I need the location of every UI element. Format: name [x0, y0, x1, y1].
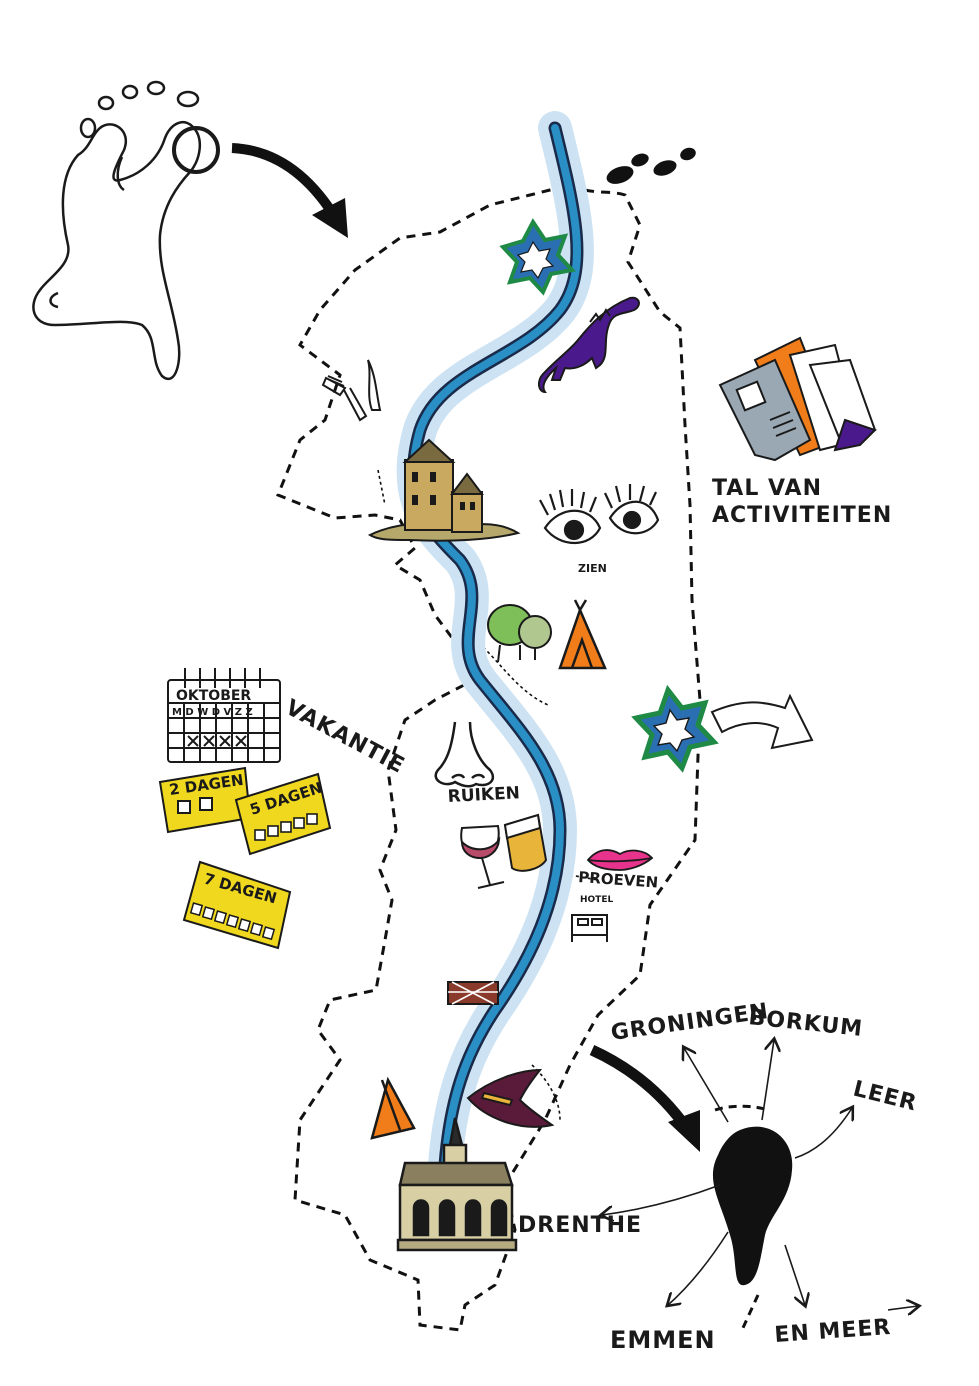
region-arrows	[602, 1040, 918, 1310]
label-hotel: HOTEL	[580, 895, 613, 905]
curved-arrow-head	[312, 198, 348, 238]
brochures-icon	[718, 336, 877, 462]
calendar-month: OKTOBER	[176, 688, 251, 704]
footprint-icon	[32, 80, 201, 380]
bed-icon	[571, 914, 608, 942]
church-icon	[396, 1117, 518, 1252]
region-blob	[712, 1126, 793, 1286]
calendar-days: M D W D V Z Z	[172, 707, 253, 718]
river	[409, 124, 581, 1169]
beer-glass-icon	[503, 813, 548, 872]
tent-icon	[370, 1076, 416, 1140]
label-see: ZIEN	[578, 562, 607, 575]
gate-icon	[447, 981, 499, 1005]
label-smell: RUIKEN	[447, 783, 520, 807]
star-icon	[631, 684, 719, 773]
big-arrow	[589, 1044, 693, 1134]
wine-glass-icon	[460, 824, 505, 889]
calendar-icon	[167, 668, 281, 763]
zoom-circle	[172, 126, 220, 174]
witch-hat-icon	[466, 1068, 555, 1128]
ticket-7-days: 7 DAGEN	[182, 860, 292, 950]
label-taste: PROEVEN	[578, 868, 659, 892]
nose-icon	[434, 721, 495, 788]
trees-icon	[487, 604, 552, 663]
label-borkum: BORKUM	[747, 1005, 864, 1042]
cutlery-icon	[321, 359, 382, 422]
big-arrow-head	[668, 1110, 700, 1152]
label-holiday: VAKANTIE	[281, 695, 409, 779]
side-path	[377, 469, 599, 1121]
label-activities-2: ACTIVITEITEN	[712, 503, 892, 528]
lips-icon	[586, 849, 654, 871]
ticket-5-days: 5 DAGEN	[234, 772, 332, 856]
label-drenthe: DRENTHE	[518, 1213, 642, 1238]
label-emmen: EMMEN	[610, 1326, 716, 1354]
label-activities-1: TAL VAN	[712, 476, 822, 501]
label-groningen: GRONINGEN	[609, 999, 770, 1046]
castle-icon	[367, 438, 521, 542]
dinosaur-icon	[538, 296, 640, 394]
star-icon	[499, 218, 576, 296]
label-leer: LEER	[851, 1077, 920, 1117]
label-and-more: EN MEER	[774, 1315, 892, 1348]
eyes-icon	[539, 484, 660, 544]
route-boundary	[276, 183, 702, 1332]
tent-icon	[558, 599, 607, 670]
outline-arrow	[710, 693, 814, 750]
shoe-prints-icon	[606, 147, 696, 184]
